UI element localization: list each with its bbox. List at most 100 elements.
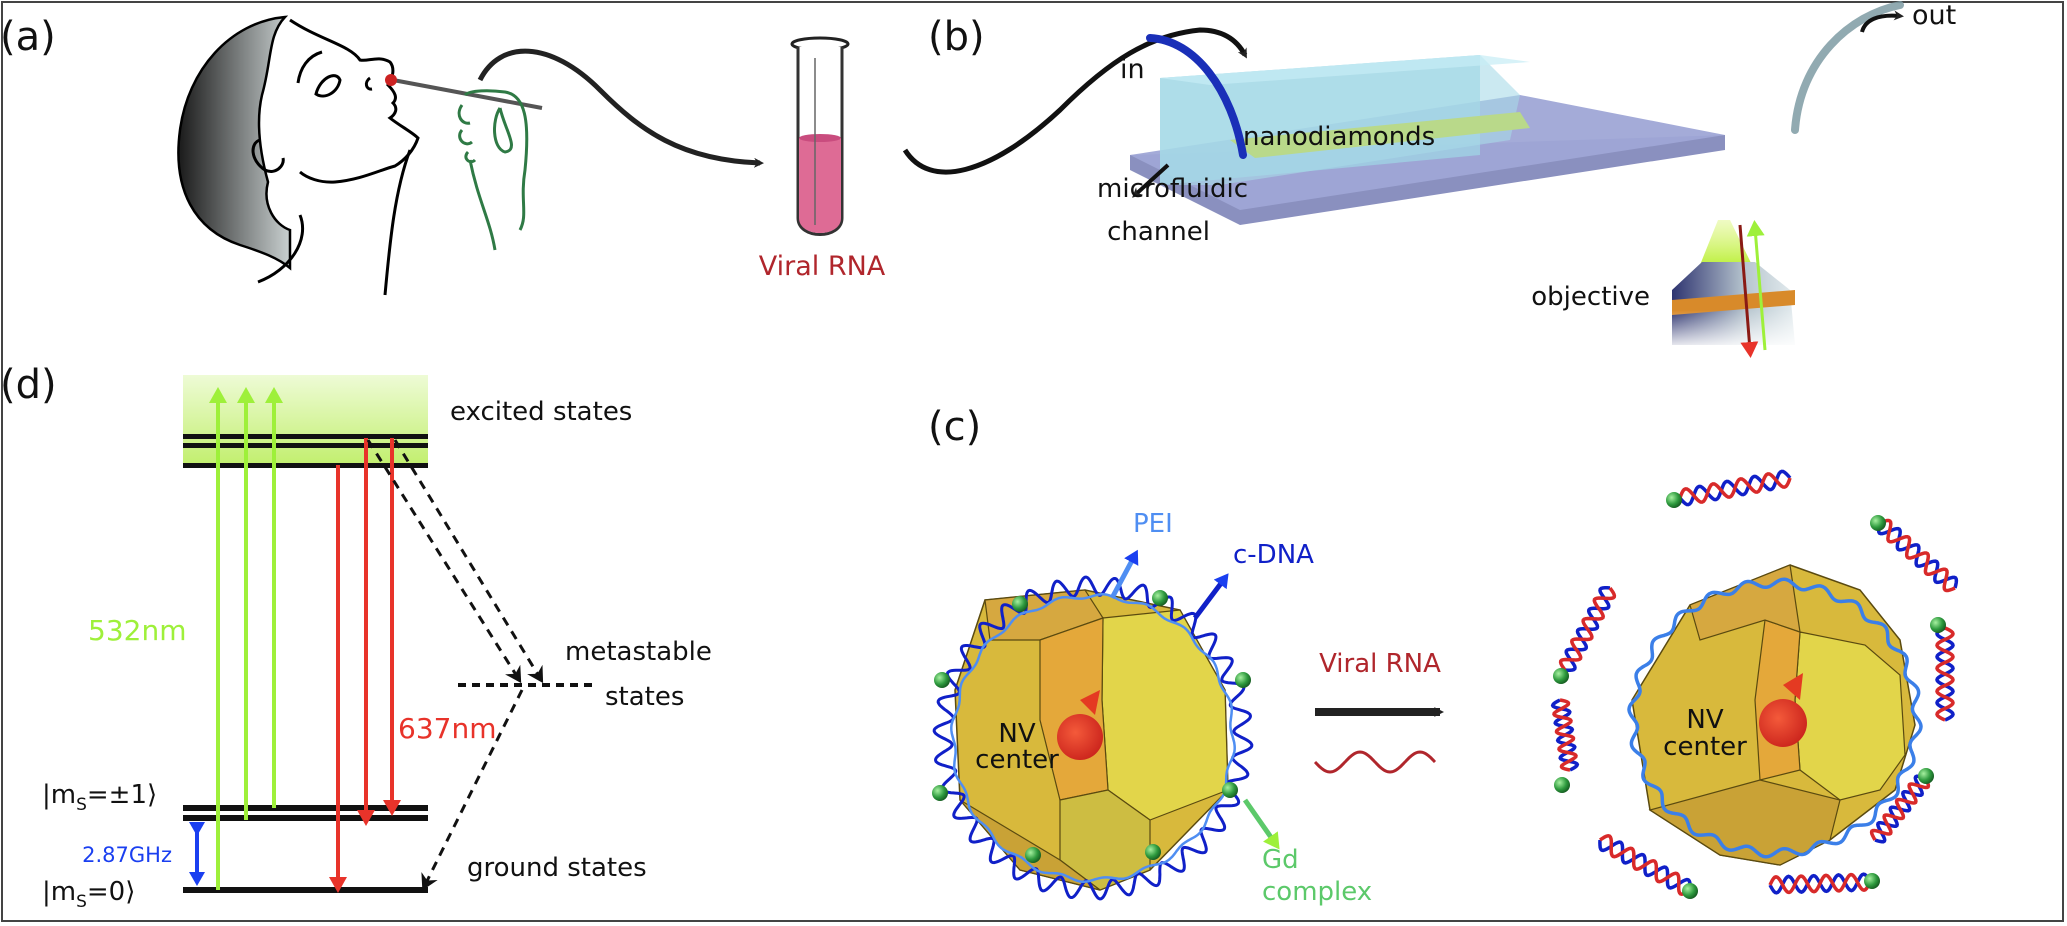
viral-rna-arrow-label: Viral RNA <box>1319 649 1441 679</box>
nv-center-right-label-1: NV <box>1686 705 1723 735</box>
panel-d: (d) excited states metastable states gro… <box>0 362 712 912</box>
panel-label-d: (d) <box>0 362 57 408</box>
gd-complex <box>1870 515 1886 531</box>
excited-states-label: excited states <box>450 397 632 427</box>
excitation-wavelength-label: 532nm <box>88 614 186 647</box>
objective-lens <box>1665 262 1800 350</box>
gd-complex <box>1666 492 1682 508</box>
microfluidic-label: microfluidic <box>1097 174 1248 204</box>
duplex-strand <box>1558 586 1617 672</box>
pei-pointer-arrow <box>1109 549 1139 600</box>
ground-level-0 <box>183 887 428 893</box>
duplex-strand <box>1869 777 1931 841</box>
swab-tip <box>385 74 397 86</box>
nv-center-right-label-2: center <box>1663 732 1747 762</box>
face-nostril <box>364 76 373 91</box>
objective-label: objective <box>1531 282 1650 312</box>
pei-layer-right <box>1627 577 1923 859</box>
face-brow <box>296 50 323 84</box>
excited-level-1 <box>183 434 428 439</box>
nv-center-left-label-2: center <box>975 745 1059 775</box>
outlet-tube <box>1791 1 1904 134</box>
splitting-frequency-label: 2.87GHz <box>82 843 172 867</box>
test-tube <box>790 36 850 236</box>
gd-complex <box>934 672 950 688</box>
ground-states-label: ground states <box>467 853 647 883</box>
nv-spin-right <box>1759 699 1807 747</box>
excited-level-3 <box>183 463 428 468</box>
ground-level-pm1-b <box>183 815 428 821</box>
face-ear <box>251 138 285 173</box>
gd-complex <box>1918 768 1934 784</box>
gd-complex <box>1145 844 1161 860</box>
panel-c: (c) NV center PEI c-DNA Gd complex Viral… <box>928 404 1959 907</box>
cdna-pointer-arrow <box>1193 573 1229 620</box>
gd-complex <box>1553 668 1569 684</box>
inlet-tube <box>1146 34 1247 159</box>
gd-complex-group-left <box>932 590 1251 863</box>
out-label: out <box>1912 0 1956 31</box>
hair-shape <box>177 15 292 271</box>
excited-level-2 <box>183 443 428 448</box>
flow-arrow-b <box>902 27 1248 175</box>
ms-pm1-label: |mS=±1⟩ <box>42 780 157 815</box>
gd-complex <box>1222 782 1238 798</box>
neck-line-2 <box>383 149 412 296</box>
emission-beam <box>1738 224 1759 358</box>
nanodiamonds-label: nanodiamonds <box>1243 122 1435 152</box>
cdna-label: c-DNA <box>1233 540 1314 570</box>
viral-rna-tube-label: Viral RNA <box>759 251 886 282</box>
nv-spin-left <box>1057 714 1103 760</box>
face-eye <box>314 74 342 98</box>
gd-label: Gd <box>1262 845 1299 875</box>
gd-complex <box>1025 847 1041 863</box>
hand-outline <box>457 89 529 251</box>
pei-layer-left <box>950 593 1236 883</box>
gd-complex <box>1682 883 1698 899</box>
panel-label-c: (c) <box>928 404 981 450</box>
gd-pointer-arrow <box>1242 798 1280 850</box>
gd-complex <box>1864 873 1880 889</box>
gd-complex <box>1235 672 1251 688</box>
hybridized-duplexes <box>1550 469 1959 899</box>
gd-complex <box>1930 617 1946 633</box>
metastable-label: metastable <box>565 637 712 667</box>
duplex-strand <box>1879 518 1956 593</box>
isc-return-arrow <box>421 689 524 891</box>
nv-spin-left-arrowhead <box>1080 690 1100 715</box>
emission-wavelength-label: 637nm <box>398 712 496 745</box>
viral-rna-strand <box>1313 750 1437 774</box>
channel-pointer-arrow <box>1132 163 1170 198</box>
channel-label: channel <box>1107 217 1210 247</box>
gd-complex <box>1152 590 1168 606</box>
duplex-strand <box>1599 834 1691 896</box>
panel-b: (b) in nanodiamonds out microfluidic cha… <box>902 0 1956 358</box>
metastable-states-label: states <box>605 682 684 712</box>
in-label: in <box>1120 54 1145 85</box>
duplex-strand <box>1552 698 1578 772</box>
gd-complex <box>1554 777 1570 793</box>
panel-a: (a) Viral RNA <box>0 14 886 296</box>
gd-complex <box>932 785 948 801</box>
nanodiamond-strip <box>1230 112 1530 158</box>
face-outline <box>289 18 420 184</box>
gd-complex <box>1012 596 1028 612</box>
isc-arrow-2 <box>393 439 544 684</box>
nv-center-left-label-1: NV <box>998 719 1035 749</box>
nv-spin-right-arrowhead <box>1783 673 1803 700</box>
pei-label: PEI <box>1133 509 1173 539</box>
complex-label: complex <box>1262 877 1372 907</box>
flow-arrow-a <box>477 48 764 168</box>
ms-0-label: |mS=0⟩ <box>42 877 135 912</box>
duplex-strand <box>1678 472 1792 504</box>
out-arrow <box>1860 10 1904 33</box>
neck-line <box>257 214 305 284</box>
light-cone <box>1700 220 1752 265</box>
ground-level-pm1-a <box>183 805 428 811</box>
excitation-beam <box>1746 220 1767 351</box>
duplex-strand <box>1768 872 1872 895</box>
panel-label-a: (a) <box>0 14 56 60</box>
panel-label-b: (b) <box>928 14 985 60</box>
